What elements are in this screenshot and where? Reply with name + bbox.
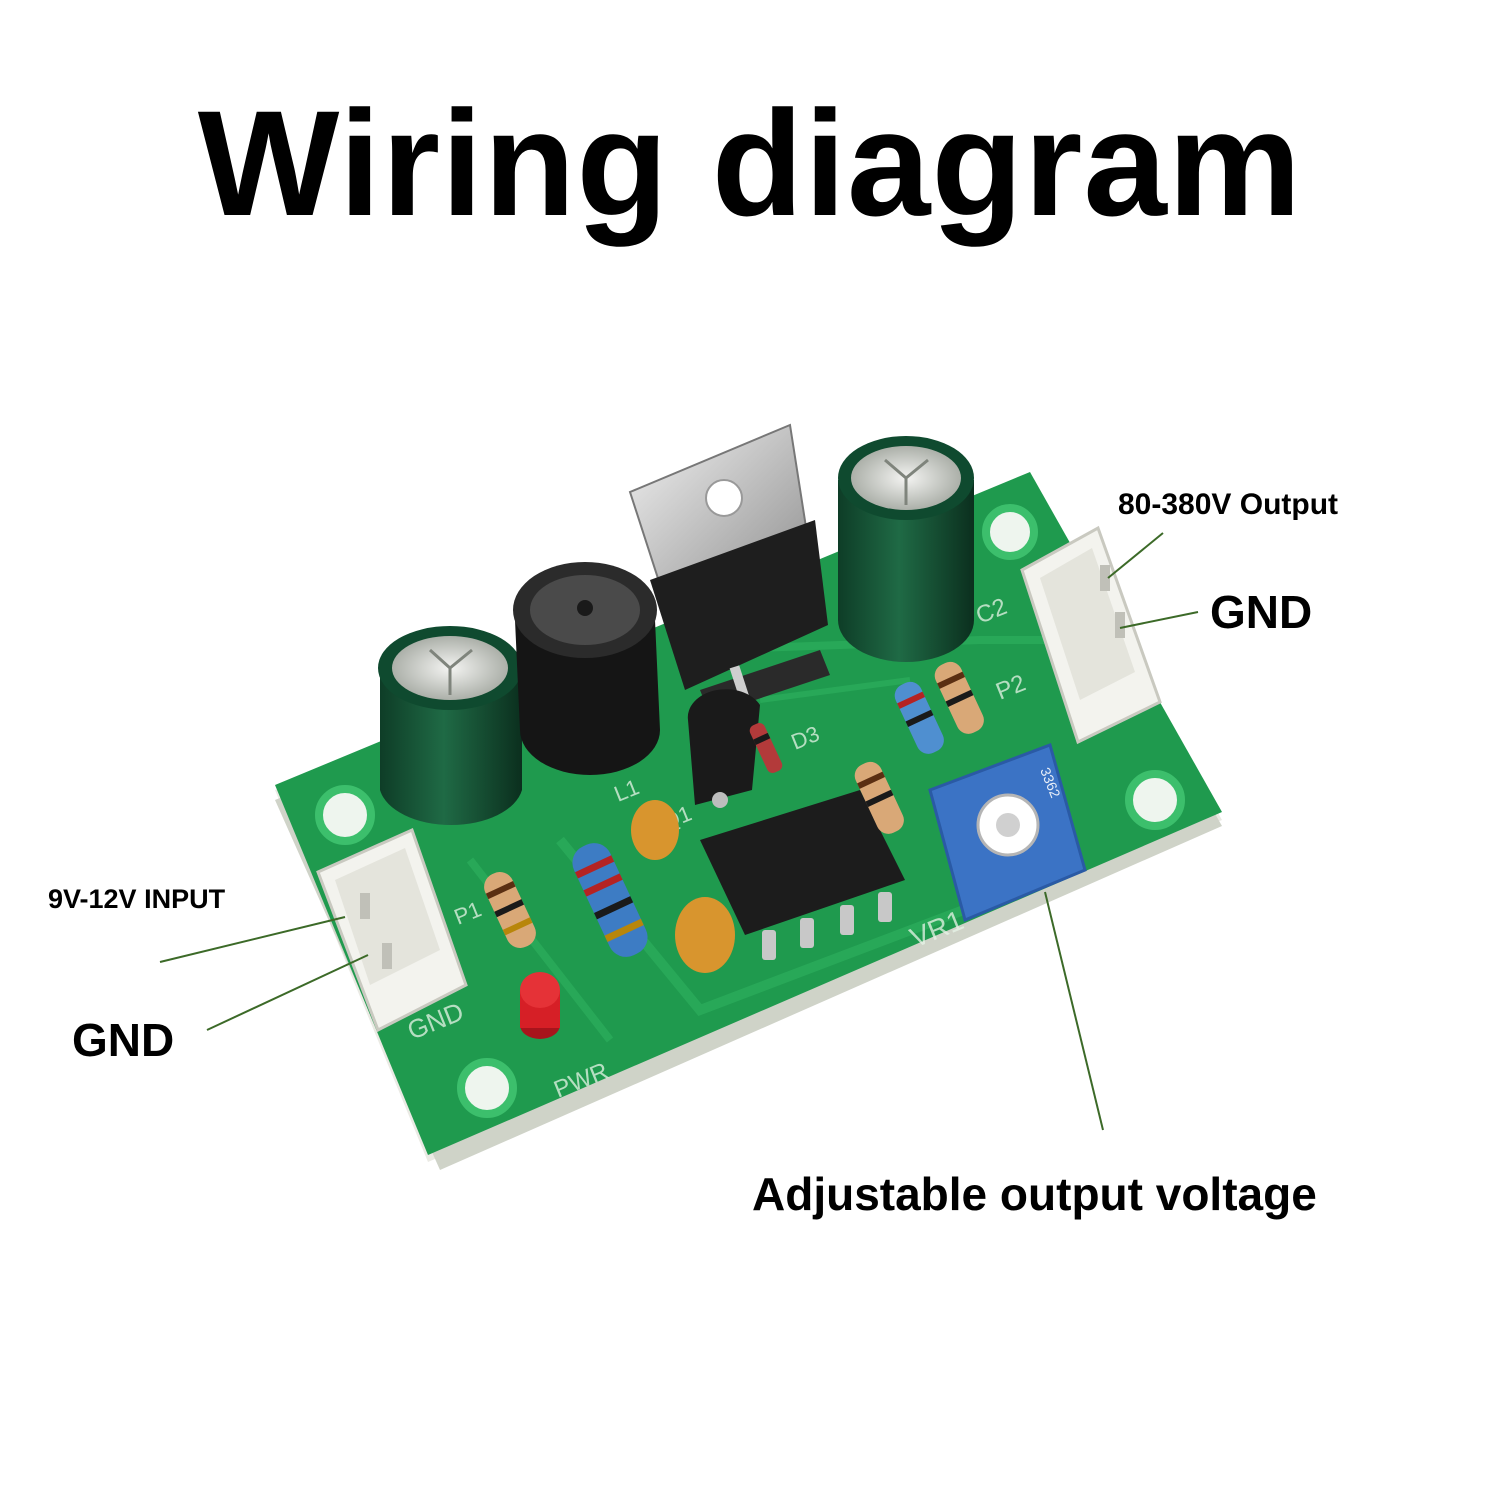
- diode-d3: [749, 723, 783, 773]
- input-connector: [316, 827, 468, 1033]
- leader-adjust: [1044, 891, 1104, 1131]
- transistor-q1: [687, 689, 760, 808]
- page-title: Wiring diagram: [197, 79, 1303, 247]
- trimmer-potentiometer-vr1: 3362: [928, 743, 1087, 923]
- capacitor-right: [838, 436, 974, 662]
- gnd-output-label: GND: [1210, 586, 1313, 638]
- leader-gnd-output: [1119, 611, 1199, 629]
- resistor-blue-large: [572, 843, 648, 957]
- leader-input: [159, 916, 346, 963]
- capacitor-left: [378, 626, 522, 826]
- ceramic-capacitor-2: [675, 897, 735, 973]
- ceramic-capacitor-1: [631, 800, 679, 860]
- gnd-input-label: GND: [72, 1014, 175, 1066]
- resistor-r1: [484, 872, 536, 948]
- input-voltage-label: 9V-12V INPUT: [48, 884, 226, 914]
- resistor-blue-small: [894, 681, 944, 754]
- mosfet-to220: [628, 423, 828, 690]
- led-pwr: [520, 972, 560, 1039]
- output-voltage-label: 80-380V Output: [1118, 488, 1339, 521]
- resistor-top-right: [934, 661, 984, 734]
- leader-gnd-input: [206, 954, 369, 1031]
- output-connector: [1020, 525, 1162, 745]
- ic-dip8: [700, 790, 905, 960]
- inductor-l1: [513, 562, 660, 775]
- leader-output: [1107, 532, 1164, 579]
- resistor-r-mid: [854, 761, 904, 834]
- leader-lines: [159, 532, 1199, 1131]
- adjustable-output-label: Adjustable output voltage: [752, 1168, 1317, 1220]
